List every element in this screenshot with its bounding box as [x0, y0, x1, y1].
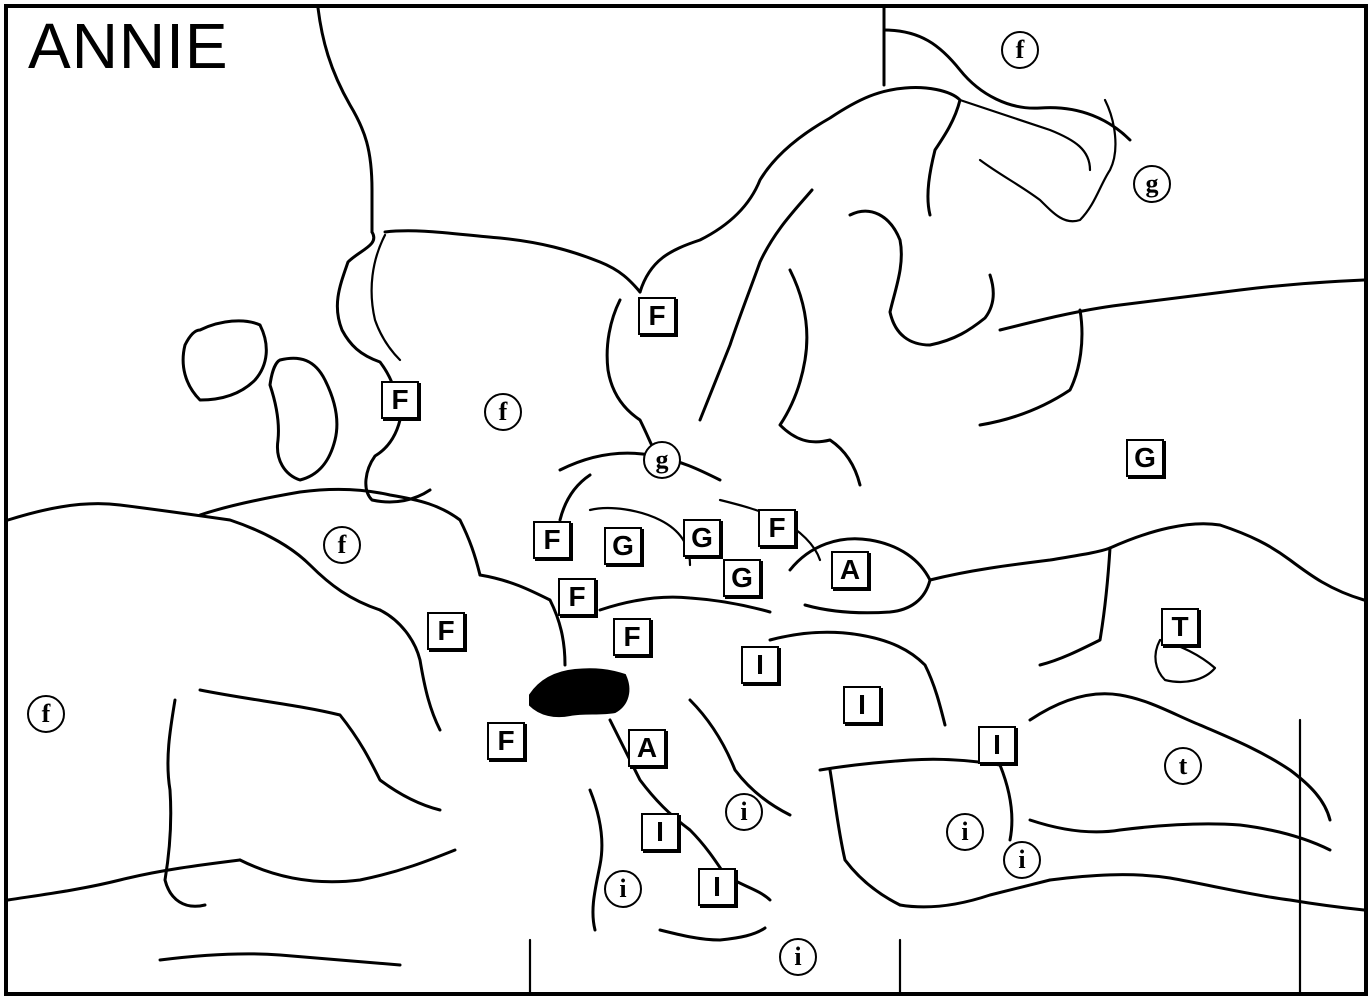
map-marker-I-hungary-west: I	[741, 646, 779, 684]
boundary-line	[828, 768, 902, 907]
boundary-line	[198, 487, 482, 577]
coast-baltic	[778, 268, 862, 487]
boundary-line	[688, 698, 792, 817]
map-marker-G-germany-east: G	[683, 519, 721, 557]
map-marker-F-france-north: F	[427, 612, 465, 650]
map-marker-F-belgium: F	[558, 578, 596, 616]
boundary-line	[383, 229, 642, 294]
map-marker-F-scandinavia: F	[638, 297, 676, 335]
map-marker-F-france-south: F	[487, 722, 525, 760]
boundary-line	[238, 848, 457, 884]
boundary-line	[6, 858, 242, 902]
map-marker-G-czech: G	[723, 559, 761, 597]
boundary-line	[768, 630, 947, 727]
boundary-line	[6, 502, 382, 612]
coast-island	[1154, 638, 1217, 684]
map-marker-I-italy-central: I	[641, 813, 679, 851]
boundary-line	[998, 278, 1366, 332]
map-marker-G-russia: G	[1126, 439, 1164, 477]
map-marker-g-white-sea: g	[1133, 165, 1171, 203]
map-marker-G-germany-west: G	[604, 527, 642, 565]
map-marker-F-lowlands: F	[533, 521, 571, 559]
map-marker-i-tyrrhenian: i	[604, 870, 642, 908]
boundary-line	[478, 573, 567, 667]
map-marker-g-denmark: g	[643, 441, 681, 479]
coast-black-sea-south	[1028, 818, 1332, 852]
coast-iberia	[163, 698, 207, 908]
map-marker-i-adriatic: i	[725, 793, 763, 831]
coast-ireland	[181, 319, 268, 402]
map-marker-f-uk: f	[323, 526, 361, 564]
map-marker-i-balkans: i	[946, 813, 984, 851]
map-marker-f-north-atlantic: f	[484, 393, 522, 431]
coast-finland	[848, 209, 995, 347]
map-frame	[4, 4, 1368, 996]
boundary-line	[898, 878, 1052, 909]
boundary-line	[882, 28, 1132, 142]
map-marker-i-ionian: i	[779, 938, 817, 976]
boundary-line	[1048, 873, 1366, 912]
boundary-line	[598, 595, 772, 614]
highlighted-region	[529, 668, 630, 718]
map-marker-f-north-sea-east: f	[1001, 31, 1039, 69]
boundary-line	[558, 473, 592, 522]
map-marker-I-italy-south: I	[698, 868, 736, 906]
boundary-line	[1038, 546, 1112, 667]
boundary-line	[998, 763, 1014, 842]
coast-greenland-inner	[370, 233, 402, 362]
map-marker-A-ukraine-west: A	[831, 551, 869, 589]
coast-greenland	[335, 230, 432, 504]
map-marker-I-hungary: I	[843, 686, 881, 724]
boundary-line	[818, 757, 1002, 772]
map-marker-F-greenland-west: F	[381, 381, 419, 419]
map-marker-F-poland: F	[758, 509, 796, 547]
map-marker-t-black-sea: t	[1164, 747, 1202, 785]
boundary-line	[558, 451, 722, 482]
boundary-line	[316, 6, 374, 234]
map-marker-i-bulgaria: i	[1003, 841, 1041, 879]
coast-italy-west	[588, 788, 604, 932]
boundary-line	[978, 308, 1084, 427]
map-marker-A-italy-north: A	[628, 729, 666, 767]
map-title: ANNIE	[28, 10, 229, 82]
coast-white-sea	[978, 98, 1117, 223]
map-marker-F-austria: F	[613, 618, 651, 656]
map-marker-T-caspian: T	[1161, 608, 1199, 646]
coast-black-sea	[1028, 692, 1332, 822]
boundary-line	[1108, 522, 1366, 602]
boundary-line	[928, 546, 1112, 582]
map-marker-I-romania: I	[978, 726, 1016, 764]
boundary-line	[158, 952, 402, 967]
coast-britain	[268, 356, 339, 482]
coast-scandinavia	[638, 86, 962, 294]
coast-sweden	[698, 188, 814, 422]
boundary-line	[378, 608, 442, 732]
boundary-line	[198, 688, 442, 812]
coast-sicily	[658, 926, 767, 942]
map-marker-f-atlantic: f	[27, 695, 65, 733]
coast-kola	[958, 98, 1092, 172]
